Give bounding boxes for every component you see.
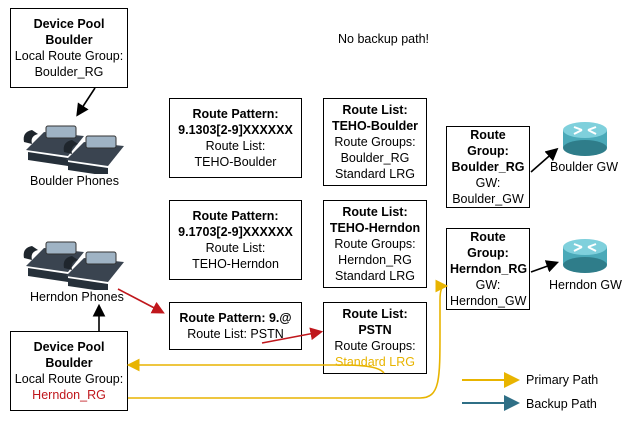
- route-pattern-title: Route Pattern: 9.@: [179, 311, 292, 325]
- boulder-router-icon: [563, 122, 607, 156]
- route-list-line: Route List: PSTN: [187, 327, 284, 341]
- route-list-label: Route List:: [205, 241, 266, 255]
- route-group-title: Route Group:: [467, 128, 509, 158]
- local-route-group-value: Herndon_RG: [32, 388, 106, 402]
- herndon-phones-icon: [23, 241, 124, 290]
- route-group-item: Standard LRG: [335, 355, 415, 369]
- boulder-phones-icon: [23, 125, 124, 174]
- route-group-item: Herndon_RG: [338, 253, 412, 267]
- route-list-title: Route List:: [342, 307, 408, 321]
- boulder-phones-label: Boulder Phones: [30, 174, 119, 188]
- route-list-title: Route List:: [342, 205, 408, 219]
- gw-label: GW:: [475, 278, 501, 292]
- route-pattern-title: Route Pattern:: [192, 209, 279, 223]
- route-groups-label: Route Groups:: [334, 135, 416, 149]
- route-list-pstn: Route List: PSTN Route Groups: Standard …: [323, 302, 427, 374]
- route-list-name: TEHO-Boulder: [331, 119, 419, 133]
- no-backup-note: No backup path!: [338, 32, 430, 46]
- herndon-gw-label: Herndon GW: [549, 278, 622, 292]
- route-list-value: TEHO-Herndon: [192, 257, 279, 271]
- arrow-devicepool-to-boulder-phones: [76, 87, 96, 117]
- local-route-group-label: Local Route Group:: [14, 372, 124, 386]
- herndon-router-icon: [563, 239, 607, 273]
- gw-value: Herndon_GW: [450, 294, 527, 308]
- route-list-teho-herndon: Route List: TEHO-Herndon Route Groups: H…: [323, 200, 427, 288]
- route-pattern-title: Route Pattern:: [192, 107, 279, 121]
- route-group-title: Route Group:: [467, 230, 509, 260]
- route-list-teho-boulder: Route List: TEHO-Boulder Route Groups: B…: [323, 98, 427, 186]
- arrow-herndon-rg-to-gw: [530, 260, 560, 273]
- route-group-item: Standard LRG: [335, 269, 415, 283]
- device-pool-title: Device Pool Boulder: [33, 17, 105, 47]
- boulder-gw-label: Boulder GW: [550, 160, 619, 174]
- device-pool-title: Device Pool Boulder: [33, 340, 105, 370]
- route-group-name: Boulder_RG: [451, 160, 525, 174]
- route-group-item: Standard LRG: [335, 167, 415, 181]
- route-list-title: Route List:: [342, 103, 408, 117]
- route-group-herndon: Route Group: Herndon_RG GW: Herndon_GW: [446, 228, 530, 310]
- route-group-item: Boulder_RG: [340, 151, 410, 165]
- route-groups-label: Route Groups:: [334, 339, 416, 353]
- legend-primary-label: Primary Path: [526, 373, 599, 387]
- route-groups-label: Route Groups:: [334, 237, 416, 251]
- local-route-group-value: Boulder_RG: [34, 65, 104, 79]
- arrow-herndon-phones-to-pattern: [117, 288, 165, 314]
- gw-label: GW:: [475, 176, 501, 190]
- route-list-value: TEHO-Boulder: [194, 155, 277, 169]
- route-group-boulder: Route Group: Boulder_RG GW: Boulder_GW: [446, 126, 530, 208]
- route-pattern-value: 9.1703[2-9]XXXXXX: [178, 225, 293, 239]
- route-pattern-value: 9.1303[2-9]XXXXXX: [178, 123, 293, 137]
- route-group-name: Herndon_RG: [450, 262, 528, 276]
- local-route-group-label: Local Route Group:: [14, 49, 124, 63]
- device-pool-herndon-box: Device Pool Boulder Local Route Group: H…: [10, 331, 128, 411]
- herndon-phones-label: Herndon Phones: [30, 290, 124, 304]
- route-pattern-teho-herndon: Route Pattern: 9.1703[2-9]XXXXXX Route L…: [169, 200, 302, 280]
- route-list-name: PSTN: [358, 323, 392, 337]
- gw-value: Boulder_GW: [452, 192, 524, 206]
- route-pattern-pstn: Route Pattern: 9.@ Route List: PSTN: [169, 302, 302, 350]
- route-list-name: TEHO-Herndon: [329, 221, 421, 235]
- route-pattern-teho-boulder: Route Pattern: 9.1303[2-9]XXXXXX Route L…: [169, 98, 302, 178]
- route-list-label: Route List:: [205, 139, 266, 153]
- device-pool-boulder-box: Device Pool Boulder Local Route Group: B…: [10, 8, 128, 88]
- legend-backup-label: Backup Path: [526, 397, 597, 411]
